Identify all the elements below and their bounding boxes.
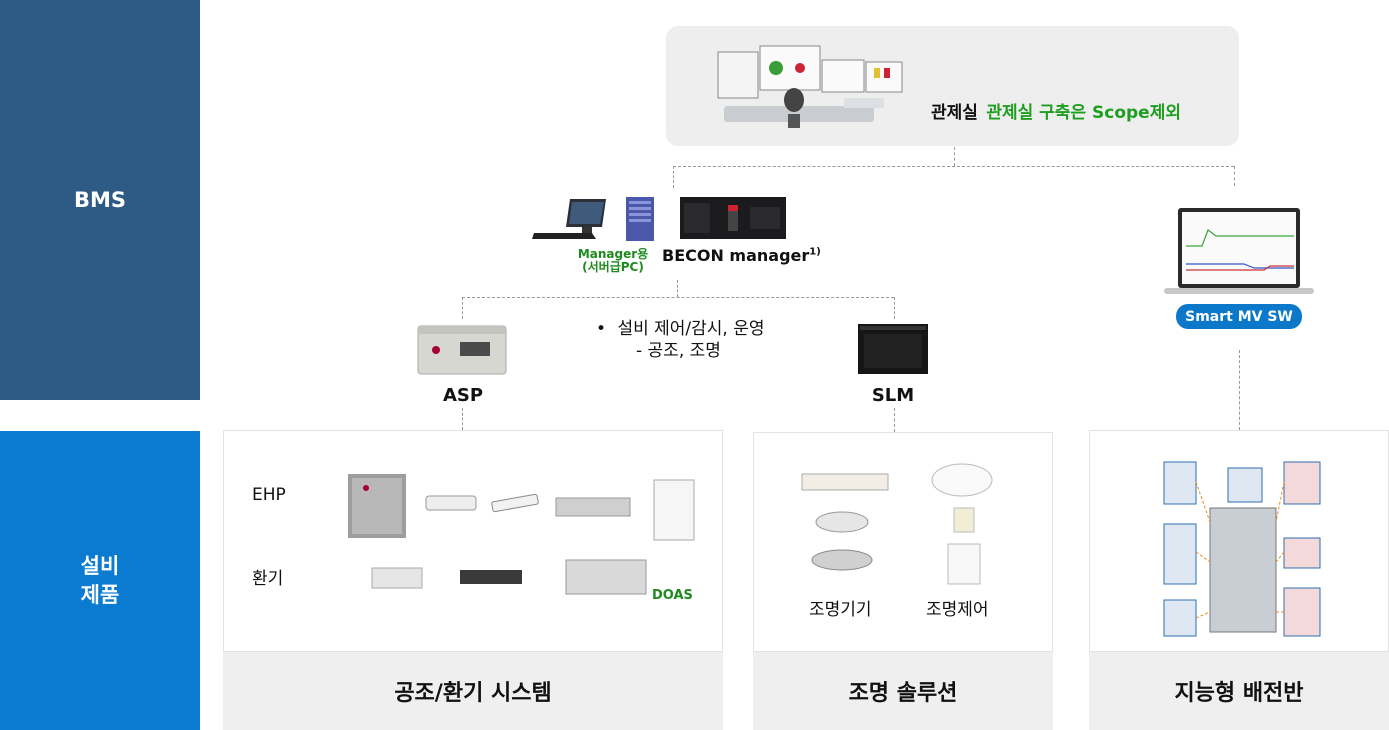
connector [462, 297, 894, 298]
lighting-panel [753, 432, 1053, 652]
ehp-units-image [348, 474, 695, 541]
switchboard-diagram-image [1163, 461, 1321, 637]
smart-mv-sw-badge: Smart MV SW [1176, 304, 1302, 329]
features-line-1-text: 설비 제어/감시, 운영 [617, 319, 765, 339]
connector [894, 408, 895, 432]
connector [894, 297, 895, 319]
sidebar-equipment-label-2: 제품 [80, 582, 120, 607]
connector [462, 408, 463, 430]
manager-pc-label: Manager용 (서버급PC) [572, 248, 654, 274]
sidebar-equipment-label-1: 설비 [80, 553, 120, 578]
features-bullet: • [596, 319, 607, 339]
control-room-image [717, 45, 903, 128]
asp-device-image [417, 325, 507, 375]
features-line-2: - 공조, 조명 [636, 341, 721, 361]
manager-pc-image [532, 197, 654, 241]
sidebar-equipment: 설비 제품 [0, 431, 200, 730]
sidebar-bms: BMS [0, 0, 200, 400]
control-room-label: 관제실 관제실 구축은 Scope제외 [931, 98, 1181, 123]
manager-pc-label-1: Manager용 [577, 247, 649, 261]
connector [673, 166, 1234, 167]
connector [1234, 166, 1235, 186]
connector [462, 297, 463, 319]
connector [673, 166, 674, 188]
lighting-fixtures-label: 조명기기 [809, 600, 872, 620]
lighting-control-label: 조명제어 [926, 600, 989, 620]
ehp-label: EHP [252, 485, 286, 505]
lighting-control-image [931, 463, 993, 585]
slm-device-image [858, 324, 928, 374]
becon-manager-footnote: 1) [809, 246, 821, 258]
control-room-box: 관제실 관제실 구축은 Scope제외 [666, 26, 1239, 146]
manager-pc-label-2: (서버급PC) [582, 260, 644, 274]
ventilation-label: 환기 [252, 569, 284, 589]
hvac-panel [223, 430, 723, 652]
doas-label: DOAS [652, 588, 693, 603]
sidebar-bms-label: BMS [73, 187, 127, 212]
connector [677, 280, 678, 297]
becon-manager-label: BECON manager1) [662, 246, 821, 265]
slm-label: SLM [871, 385, 915, 406]
lighting-footer: 조명 솔루션 [753, 652, 1053, 730]
features-line-1: • 설비 제어/감시, 운영 [596, 314, 765, 339]
control-room-title: 관제실 [931, 103, 978, 123]
hvac-footer: 공조/환기 시스템 [223, 652, 723, 730]
smart-mv-laptop-image [1164, 208, 1314, 294]
becon-manager-name: BECON manager [662, 246, 810, 265]
connector [954, 147, 955, 166]
switchboard-footer: 지능형 배전반 [1089, 652, 1389, 730]
connector [1239, 350, 1240, 430]
asp-label: ASP [442, 385, 484, 406]
control-room-note: 관제실 구축은 Scope제외 [986, 103, 1181, 123]
ventilation-units-image [371, 559, 647, 595]
becon-screen-image [680, 197, 786, 239]
lighting-fixtures-image [801, 473, 889, 571]
